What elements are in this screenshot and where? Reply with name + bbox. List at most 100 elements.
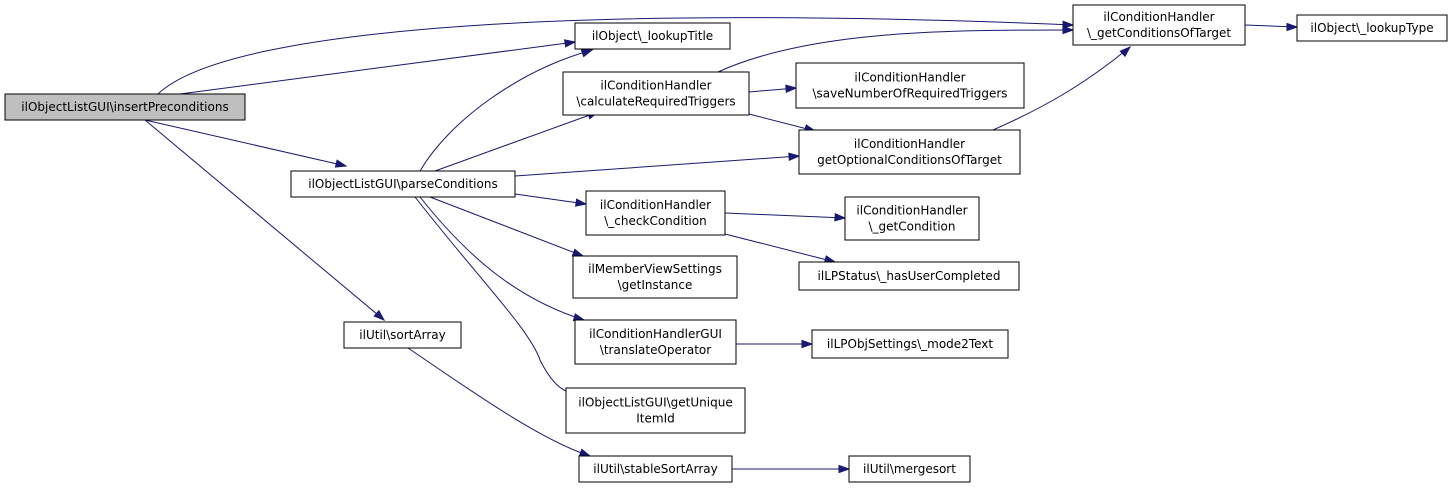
node-n8[interactable]: ilConditionHandler \_checkCondition	[585, 190, 726, 236]
edge-n3-n6	[434, 111, 600, 172]
node-n10[interactable]: ilConditionHandlerGUI\translateOperator	[574, 319, 737, 365]
node-box[interactable]	[578, 455, 733, 483]
edge-line	[157, 17, 1074, 95]
arrowhead	[334, 159, 348, 168]
node-label: ilConditionHandler	[854, 71, 965, 85]
edge-n8-n13	[724, 212, 847, 222]
root-node-box[interactable]	[4, 93, 246, 121]
node-label: ilObjectListGUI\insertPreconditions	[21, 100, 228, 114]
edge-line	[419, 49, 593, 172]
node-box[interactable]	[343, 321, 462, 349]
node-n16[interactable]: ilUtil\stableSortArray	[578, 455, 733, 483]
edge-n3-n9	[429, 196, 585, 257]
node-label: \getInstance	[618, 278, 693, 292]
arrowhead	[1286, 22, 1299, 32]
node-label: ilUtil\stableSortArray	[593, 462, 717, 476]
node-n6[interactable]: ilConditionHandler\calculateRequiredTrig…	[562, 71, 750, 116]
arrowhead	[1062, 20, 1075, 29]
node-label: \_getConditionsOfTarget	[1087, 26, 1231, 40]
node-box[interactable]	[798, 129, 1021, 175]
node-label: ilObject\_lookupTitle	[592, 29, 713, 43]
edge-n3-n8	[514, 193, 588, 207]
edge-line	[514, 193, 587, 205]
node-box[interactable]	[1296, 14, 1448, 42]
node-label: \_getCondition	[868, 220, 955, 234]
node-n2[interactable]: ilObject\_lookupTitle	[574, 22, 731, 50]
node-label: ilUtil\sortArray	[359, 328, 445, 342]
node-label: ilConditionHandler	[600, 79, 711, 93]
node-label: ilConditionHandler	[856, 204, 967, 218]
nodes-layer: ilObjectListGUI\insertPreconditions ilCon…	[4, 4, 1448, 483]
node-box[interactable]	[572, 255, 738, 299]
node-n1[interactable]: ilConditionHandler\_getConditionsOfTarge…	[1072, 4, 1246, 46]
node-box[interactable]	[585, 190, 726, 236]
edge-line	[514, 155, 800, 177]
arrowhead	[580, 49, 594, 58]
edge-n3-n10	[419, 196, 586, 322]
arrowhead	[788, 152, 801, 161]
node-box[interactable]	[798, 261, 1020, 291]
node-n15[interactable]: ilLPObjSettings\_mode2Text	[811, 329, 1009, 359]
node-box[interactable]	[1072, 4, 1246, 46]
edge-line	[724, 233, 836, 263]
edge-n0-n4	[144, 119, 386, 321]
edges-layer	[144, 17, 1299, 474]
edge-n6-n1	[717, 25, 1075, 73]
node-n5[interactable]: ilObject\_lookupType	[1296, 14, 1448, 42]
node-box[interactable]	[562, 71, 750, 116]
node-box[interactable]	[574, 22, 731, 50]
edge-n8-n14	[724, 233, 837, 264]
edge-n3-n7	[514, 152, 801, 177]
arrowhead	[571, 248, 585, 257]
node-n9[interactable]: ilMemberViewSettings \getInstance	[572, 255, 738, 299]
edge-line	[144, 119, 347, 167]
arrowhead	[834, 213, 847, 222]
node-box[interactable]	[811, 329, 1009, 359]
edge-n1-n5	[1244, 22, 1299, 32]
edge-n16-n17	[732, 464, 851, 474]
node-label: ilLPStatus\_hasUserCompleted	[818, 269, 1001, 283]
node-n17[interactable]: ilUtil\mergesort	[848, 455, 971, 483]
edge-line	[992, 46, 1131, 131]
node-label: ilLPObjSettings\_mode2Text	[827, 337, 993, 351]
node-label: ilObjectListGUI\getUnique	[578, 396, 732, 410]
node-label: \translateOperator	[600, 343, 711, 357]
node-n14[interactable]: ilLPStatus\_hasUserCompleted	[798, 261, 1020, 291]
node-n13[interactable]: ilConditionHandler \_getCondition	[844, 196, 980, 241]
node-label: \saveNumberOfRequiredTriggers	[812, 87, 1007, 101]
node-box[interactable]	[574, 319, 737, 365]
edge-line	[414, 196, 579, 396]
arrowhead	[838, 464, 851, 474]
arrowhead	[1119, 45, 1132, 58]
edge-line	[179, 41, 576, 95]
node-n0[interactable]: ilObjectListGUI\insertPreconditions	[4, 93, 246, 121]
edge-n6-n7	[748, 113, 817, 133]
edge-n7-n1	[992, 45, 1132, 131]
edge-n4-n16	[407, 347, 592, 457]
edge-line	[434, 111, 599, 172]
node-label: \_checkCondition	[604, 214, 706, 228]
node-box[interactable]	[848, 455, 971, 483]
node-box[interactable]	[565, 387, 746, 434]
node-box[interactable]	[844, 196, 980, 241]
edge-line	[419, 196, 585, 321]
edge-n0-n1	[157, 17, 1075, 95]
node-label: ilConditionHandler	[600, 198, 711, 212]
edge-line	[724, 212, 846, 219]
node-box[interactable]	[290, 170, 516, 198]
edge-n10-n15	[736, 339, 814, 349]
edge-n0-n2	[179, 39, 577, 95]
node-box[interactable]	[795, 62, 1025, 109]
node-label: ilMemberViewSettings	[588, 262, 722, 276]
node-label: ilConditionHandler	[854, 137, 965, 151]
node-label: ilObject\_lookupType	[1310, 21, 1433, 35]
edge-n0-n3	[144, 119, 348, 168]
node-label: ilObjectListGUI\parseConditions	[308, 177, 497, 191]
node-n12[interactable]: ilConditionHandler \saveNumberOfRequiredT…	[795, 62, 1025, 109]
node-n7[interactable]: ilConditionHandlergetOptionalConditionsO…	[798, 129, 1021, 175]
node-n3[interactable]: ilObjectListGUI\parseConditions	[290, 170, 516, 198]
node-n4[interactable]: ilUtil\sortArray	[343, 321, 462, 349]
node-label: ilUtil\mergesort	[863, 462, 956, 476]
